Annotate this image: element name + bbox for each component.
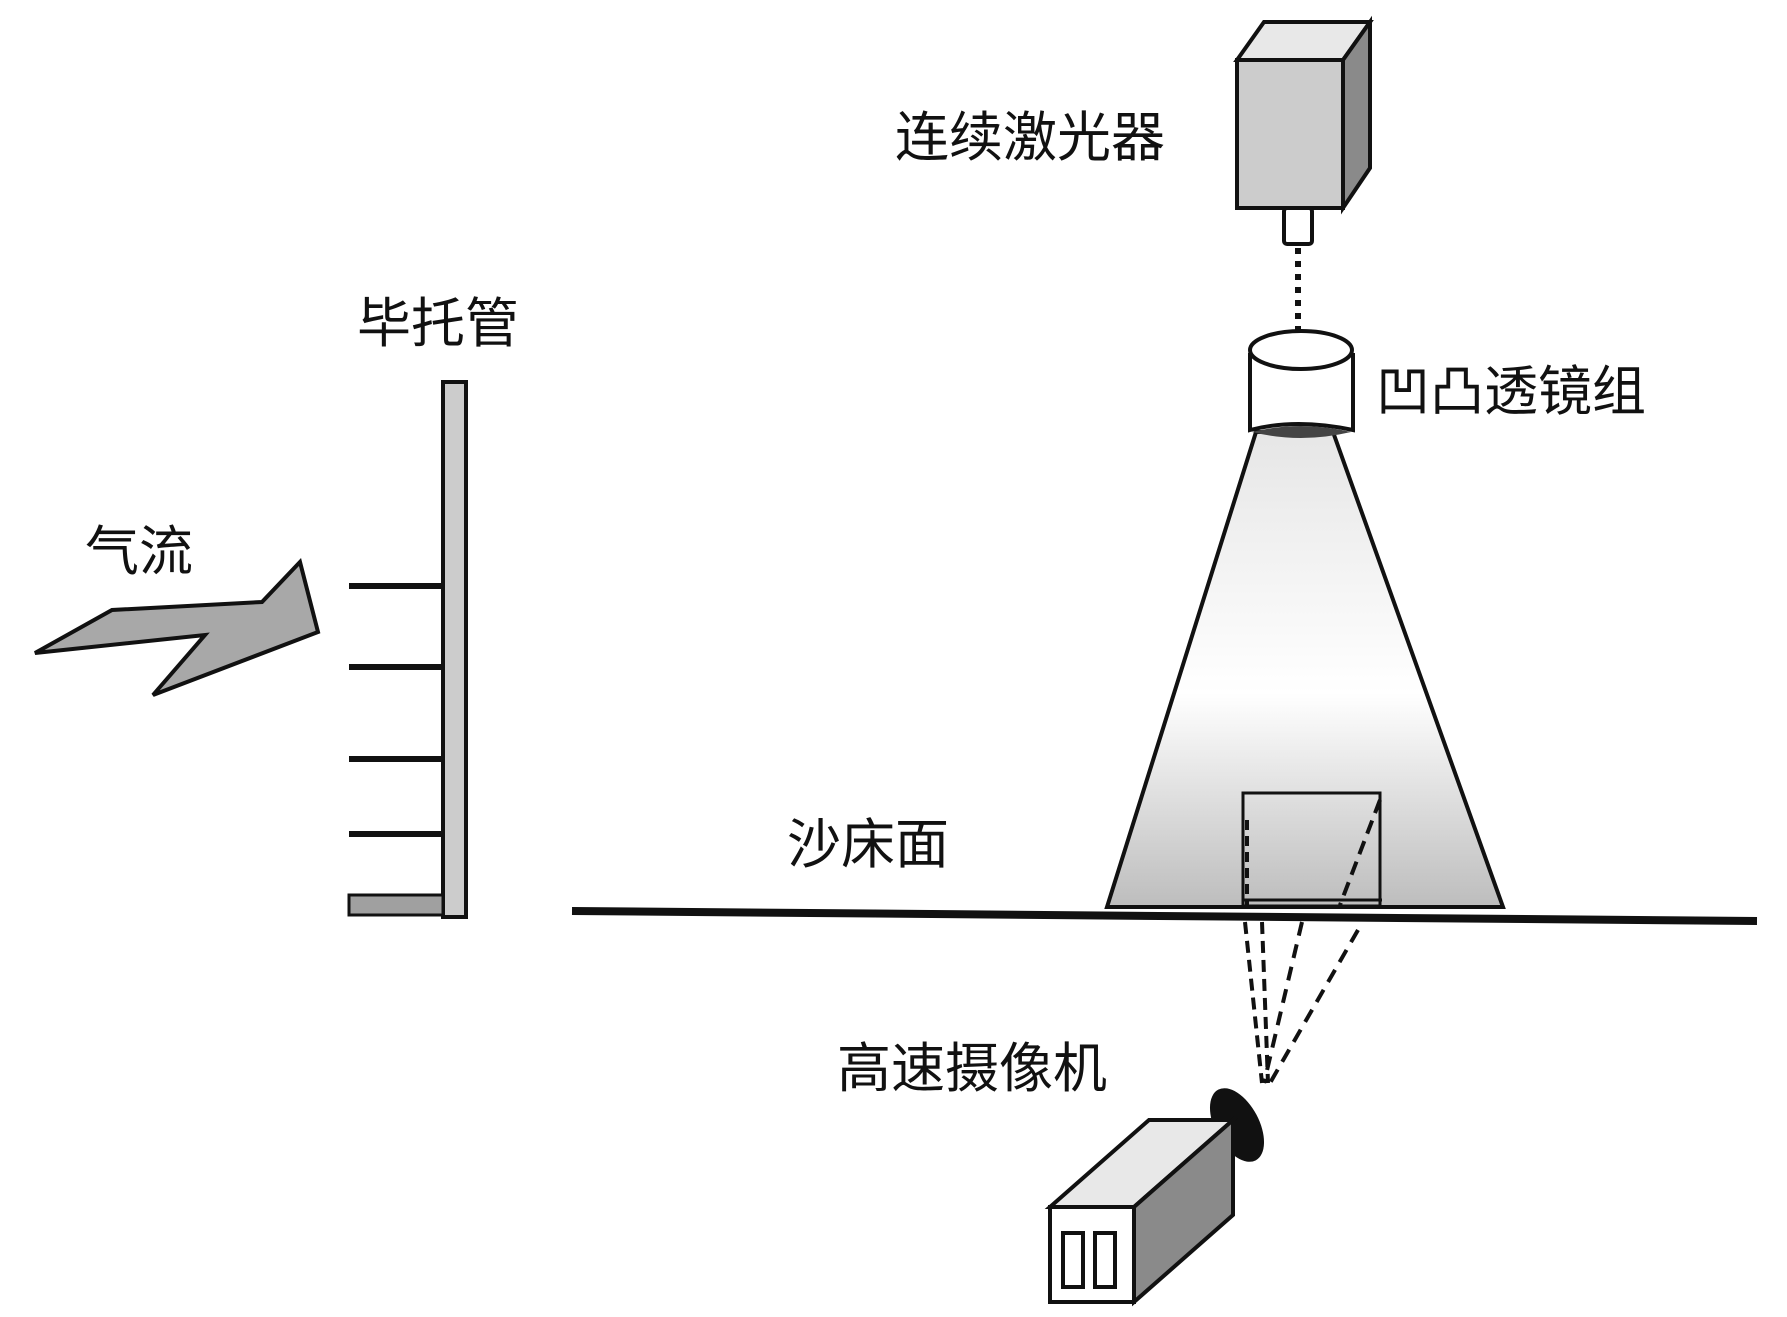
label-sand-surface: 沙床面 xyxy=(787,813,949,876)
label-pitot-tube: 毕托管 xyxy=(357,292,519,355)
label-lens-group: 凹凸透镜组 xyxy=(1376,360,1646,423)
pitot-tube-icon xyxy=(347,380,468,919)
high-speed-camera-icon xyxy=(1044,1088,1265,1307)
label-camera: 高速摄像机 xyxy=(837,1037,1107,1100)
airflow-arrow-icon xyxy=(34,558,321,697)
label-laser: 连续激光器 xyxy=(895,106,1165,169)
label-airflow: 气流 xyxy=(85,520,193,583)
measurement-region xyxy=(1241,791,1382,908)
camera-sight-lines xyxy=(1243,921,1360,1084)
light-cone xyxy=(1104,430,1506,909)
laser-device-icon xyxy=(1233,15,1374,246)
lens-group-icon xyxy=(1248,329,1355,438)
sand-bed-surface xyxy=(571,907,1758,925)
